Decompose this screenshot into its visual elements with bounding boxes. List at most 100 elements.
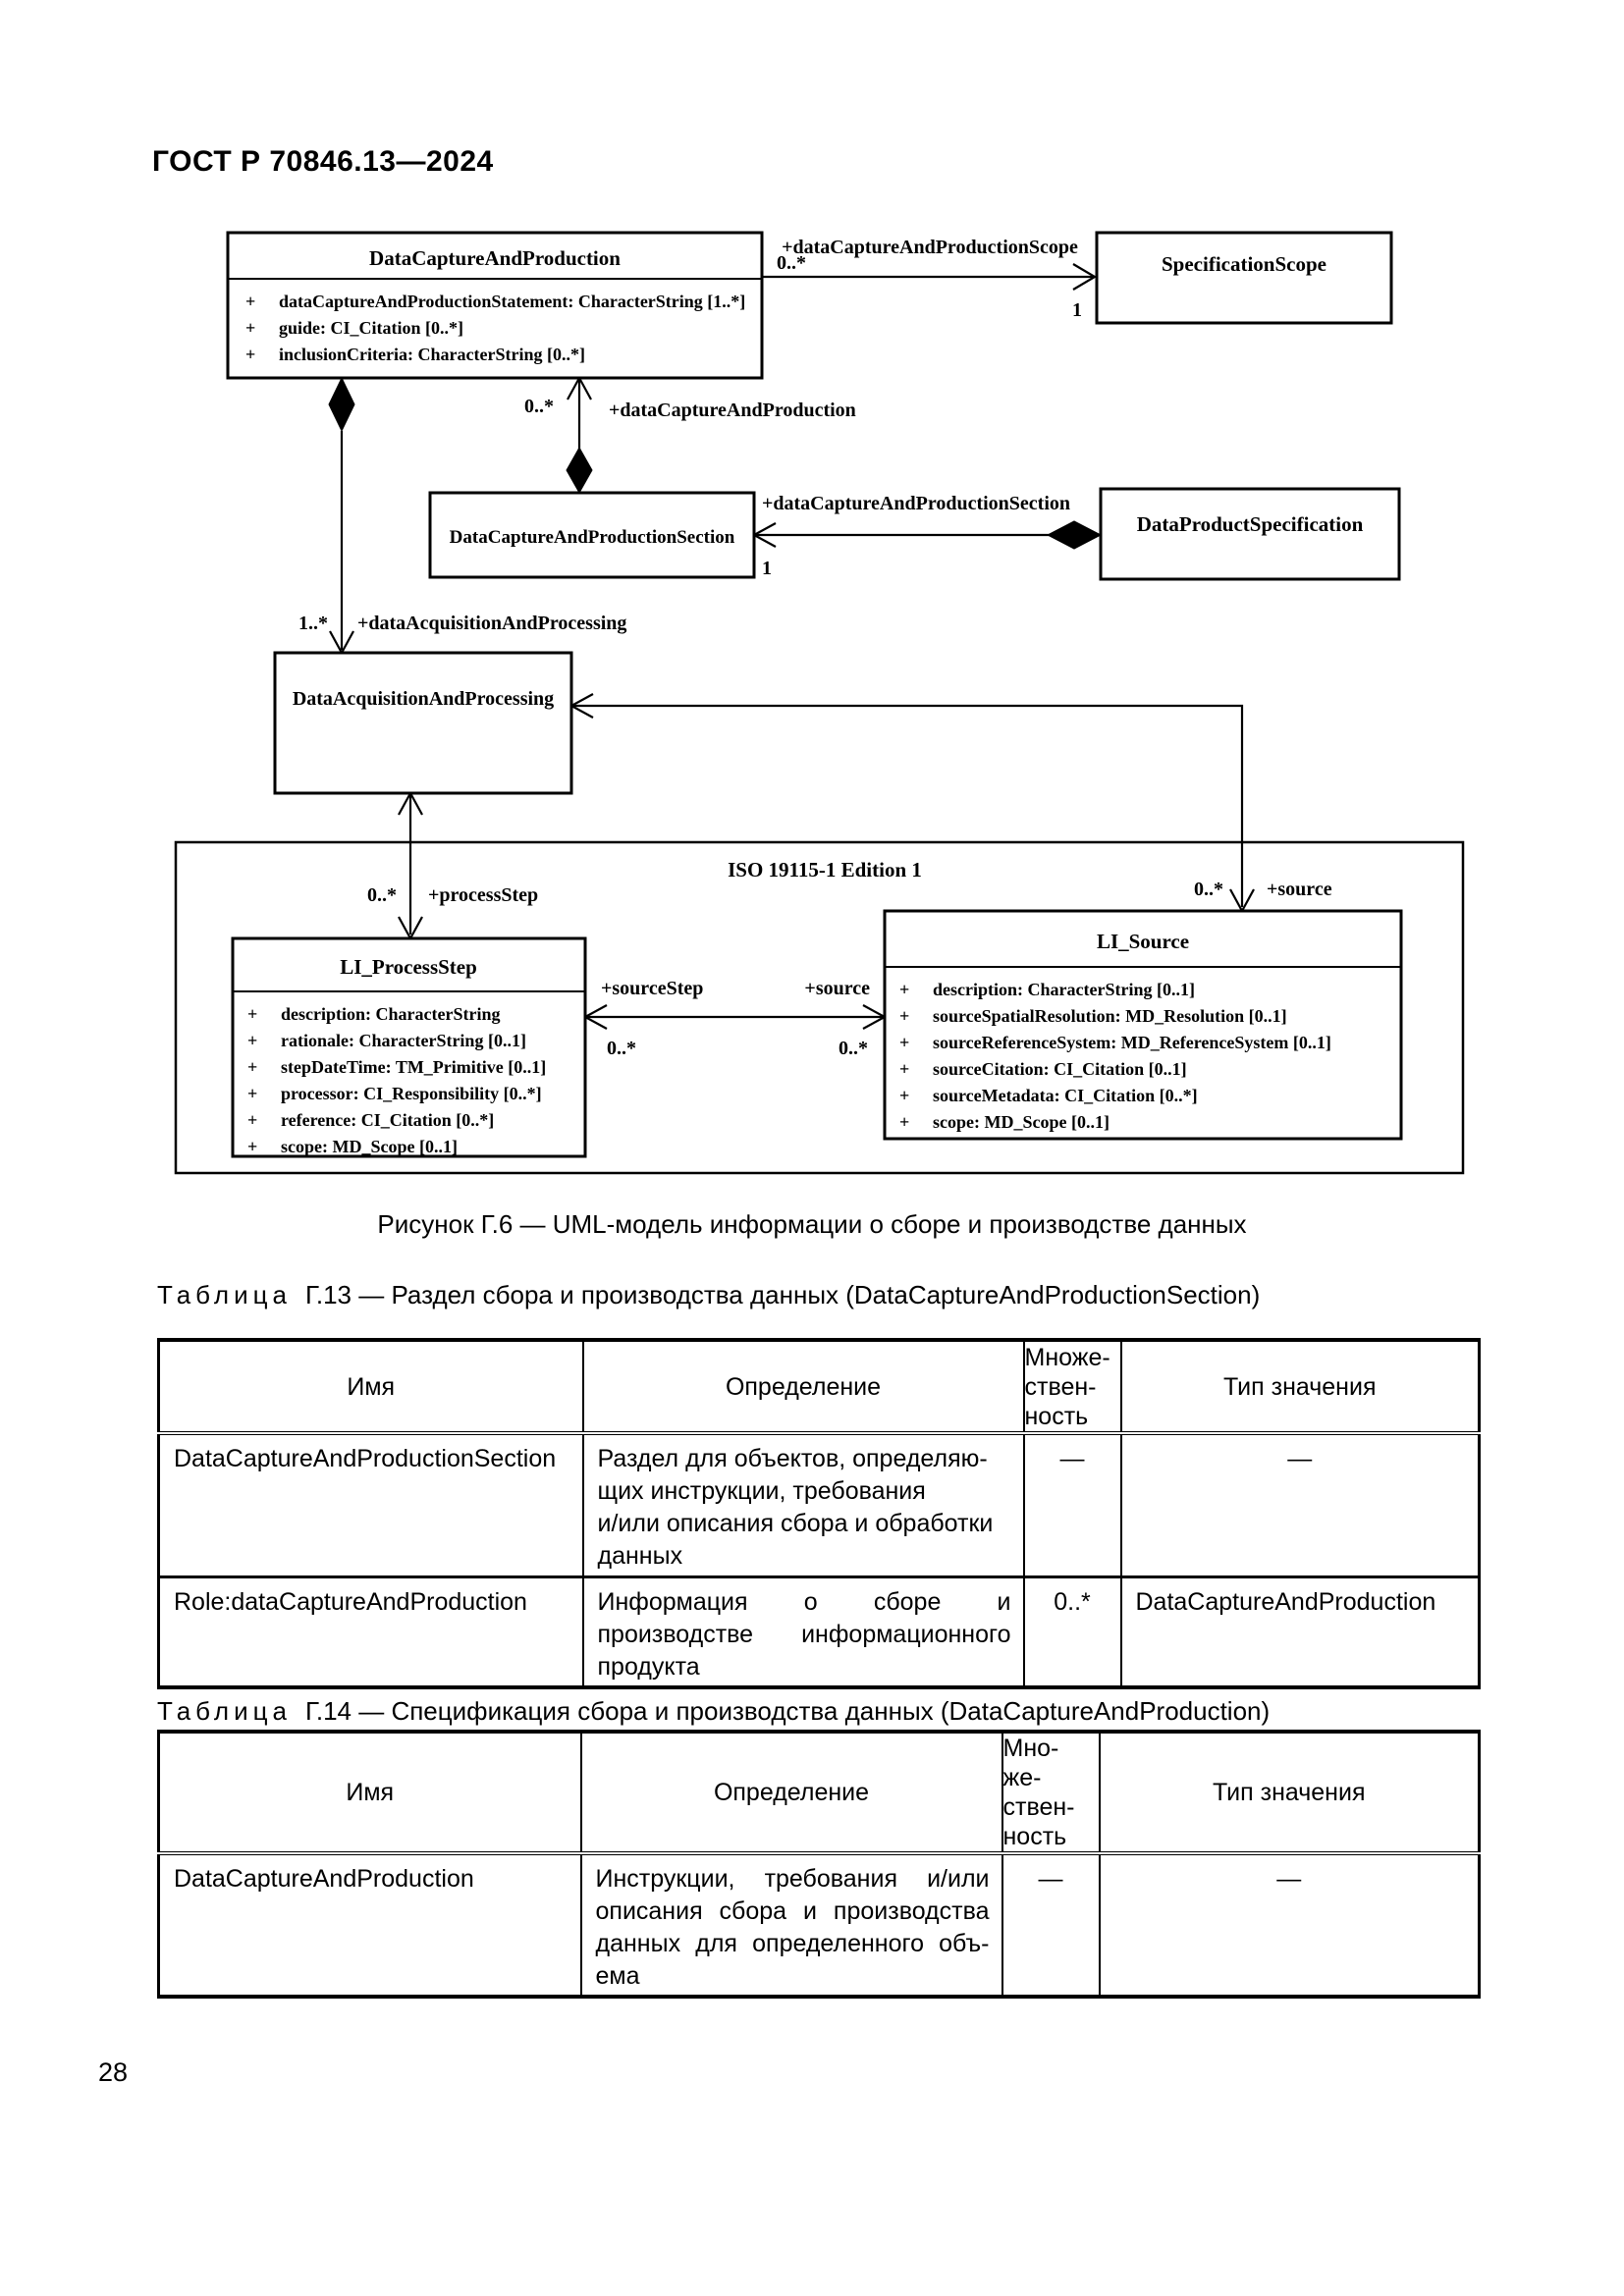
cell-valuetype: DataCaptureAndProduction (1119, 1575, 1481, 1687)
cell-multiplicity: 0..* (1022, 1575, 1122, 1687)
table-row: DataCaptureAndProductionSection Раздел д… (157, 1431, 1481, 1576)
multiplicity-label: 0..* (367, 884, 397, 906)
class-box (883, 909, 1403, 1141)
doc-number: ГОСТ Р 70846.13—2024 (152, 145, 494, 178)
col-header-valuetype: Тип значения (1119, 1340, 1481, 1435)
figure-caption: Рисунок Г.6 — UML-модель информации о сб… (377, 1209, 1247, 1239)
assoc-datacaptureandproductionsection: +dataCaptureAndProductionSection 1 (751, 493, 1103, 579)
class-datacaptureandproductionsection: DataCaptureAndProductionSection (428, 491, 756, 579)
class-li-processstep: LI_ProcessStep + description: CharacterS… (231, 936, 587, 1158)
class-attribute: processor: CI_Responsibility [0..*] (281, 1084, 542, 1103)
cell-multiplicity: — (1022, 1431, 1122, 1576)
class-title: DataAcquisitionAndProcessing (293, 688, 554, 710)
class-attribute: sourceCitation: CI_Citation [0..1] (933, 1059, 1187, 1079)
cell-name: DataCaptureAndProductionSection (157, 1431, 584, 1576)
class-box (231, 936, 587, 1158)
iso-frame-label: ISO 19115-1 Edition 1 (728, 858, 922, 881)
col-header-definition: Определение (579, 1732, 1003, 1855)
table-header-row: Имя Определение Мно-же-ствен-ность Тип з… (157, 1732, 1481, 1855)
table-caption-word: Таблица (157, 1696, 292, 1726)
visibility-plus: + (247, 1004, 257, 1024)
visibility-plus: + (247, 1110, 257, 1130)
visibility-plus: + (247, 1084, 257, 1103)
col-header-valuetype: Тип значения (1098, 1732, 1481, 1855)
col-header-multiplicity: Мно-же-ствен-ность (1001, 1732, 1101, 1855)
class-specificationscope: SpecificationScope (1095, 231, 1393, 325)
assoc-dataacquisitionandprocessing: 1..* +dataAcquisitionAndProcessing (298, 376, 626, 656)
class-attribute: stepDateTime: TM_Primitive [0..1] (281, 1057, 546, 1077)
visibility-plus: + (899, 1006, 909, 1026)
composition-diamond-icon (1046, 520, 1103, 550)
table-header-row: Имя Определение Множе-ствен-ность Тип зн… (157, 1340, 1481, 1435)
uml-diagram: ISO 19115-1 Edition 1 +dataCaptureAndPro… (174, 231, 1465, 1175)
visibility-plus: + (899, 1059, 909, 1079)
class-li-source: LI_Source + description: CharacterString… (883, 909, 1403, 1141)
visibility-plus: + (245, 318, 255, 338)
assoc-role-label: +source (804, 978, 870, 999)
page-number: 28 (98, 2057, 129, 2087)
assoc-datacaptureandproductionscope: +dataCaptureAndProductionScope 0..* 1 (762, 237, 1098, 321)
visibility-plus: + (245, 345, 255, 364)
multiplicity-label: 1 (1072, 299, 1082, 321)
visibility-plus: + (899, 1033, 909, 1052)
table-row: DataCaptureAndProduction Инструкции, тре… (157, 1851, 1481, 1997)
class-attribute: description: CharacterString (281, 1004, 500, 1024)
class-title: DataProductSpecification (1137, 512, 1364, 536)
table-g13: Имя Определение Множе-ствен-ность Тип зн… (157, 1338, 1481, 1689)
class-datacaptureandproduction: DataCaptureAndProduction + dataCaptureAn… (226, 231, 764, 380)
class-box (428, 491, 756, 579)
assoc-line (571, 704, 1244, 907)
class-attribute: sourceMetadata: CI_Citation [0..*] (933, 1086, 1198, 1105)
multiplicity-label: 0..* (607, 1038, 636, 1059)
multiplicity-label: 1..* (298, 613, 328, 634)
class-dataacquisitionandprocessing: DataAcquisitionAndProcessing (273, 651, 573, 795)
visibility-plus: + (247, 1031, 257, 1050)
class-attribute: dataCaptureAndProductionStatement: Chara… (279, 292, 745, 311)
class-dataproductspecification: DataProductSpecification (1099, 487, 1401, 581)
class-attribute: scope: MD_Scope [0..1] (933, 1112, 1110, 1132)
cell-valuetype: — (1119, 1431, 1481, 1576)
assoc-role-label: +dataCaptureAndProductionScope (782, 237, 1078, 258)
col-header-multiplicity: Множе-ствен-ность (1022, 1340, 1122, 1435)
class-box (1099, 487, 1401, 581)
class-attribute: sourceSpatialResolution: MD_Resolution [… (933, 1006, 1287, 1026)
class-box (1095, 231, 1393, 325)
composition-diamond-icon (566, 446, 593, 495)
cell-name: DataCaptureAndProduction (157, 1851, 582, 1997)
assoc-sourcestep: +sourceStep 0..* +source 0..* (582, 978, 888, 1059)
cell-name: Role:dataCaptureAndProduction (157, 1575, 584, 1687)
assoc-role-label: +dataCaptureAndProductionSection (762, 493, 1070, 514)
class-title: LI_ProcessStep (340, 955, 477, 979)
table-g14-caption: Таблица Г.14 — Спецификация сбора и произ… (157, 1696, 1270, 1727)
class-attribute: guide: CI_Citation [0..*] (279, 318, 463, 338)
table-caption-text: Г.13 — Раздел сбора и производства данны… (304, 1280, 1261, 1309)
multiplicity-label: 0..* (524, 396, 554, 417)
assoc-datacaptureandproduction: 0..* +dataCaptureAndProduction (524, 375, 856, 495)
assoc-role-label: +sourceStep (601, 978, 703, 999)
visibility-plus: + (247, 1137, 257, 1156)
class-title: DataCaptureAndProduction (369, 246, 621, 270)
class-attribute: inclusionCriteria: CharacterString [0..*… (279, 345, 585, 364)
visibility-plus: + (899, 980, 909, 999)
class-attribute: rationale: CharacterString [0..1] (281, 1031, 526, 1050)
iso-frame: ISO 19115-1 Edition 1 (174, 840, 1465, 1175)
visibility-plus: + (899, 1112, 909, 1132)
visibility-plus: + (247, 1057, 257, 1077)
assoc-role-label: +dataAcquisitionAndProcessing (357, 613, 626, 634)
class-attribute: scope: MD_Scope [0..1] (281, 1137, 458, 1156)
assoc-role-label: +processStep (428, 884, 538, 906)
class-title: LI_Source (1097, 930, 1189, 953)
class-title: SpecificationScope (1162, 252, 1326, 276)
table-row: Role:dataCaptureAndProduction Информация… (157, 1575, 1481, 1687)
iso-frame-box (174, 840, 1465, 1175)
multiplicity-label: 0..* (777, 252, 806, 274)
assoc-source: 0..* +source (568, 693, 1332, 914)
class-attribute: sourceReferenceSystem: MD_ReferenceSyste… (933, 1033, 1331, 1052)
table-caption-text: Г.14 — Спецификация сбора и производства… (304, 1696, 1271, 1726)
cell-multiplicity: — (1001, 1851, 1101, 1997)
multiplicity-label: 1 (762, 558, 772, 579)
multiplicity-label: 0..* (1194, 879, 1223, 900)
